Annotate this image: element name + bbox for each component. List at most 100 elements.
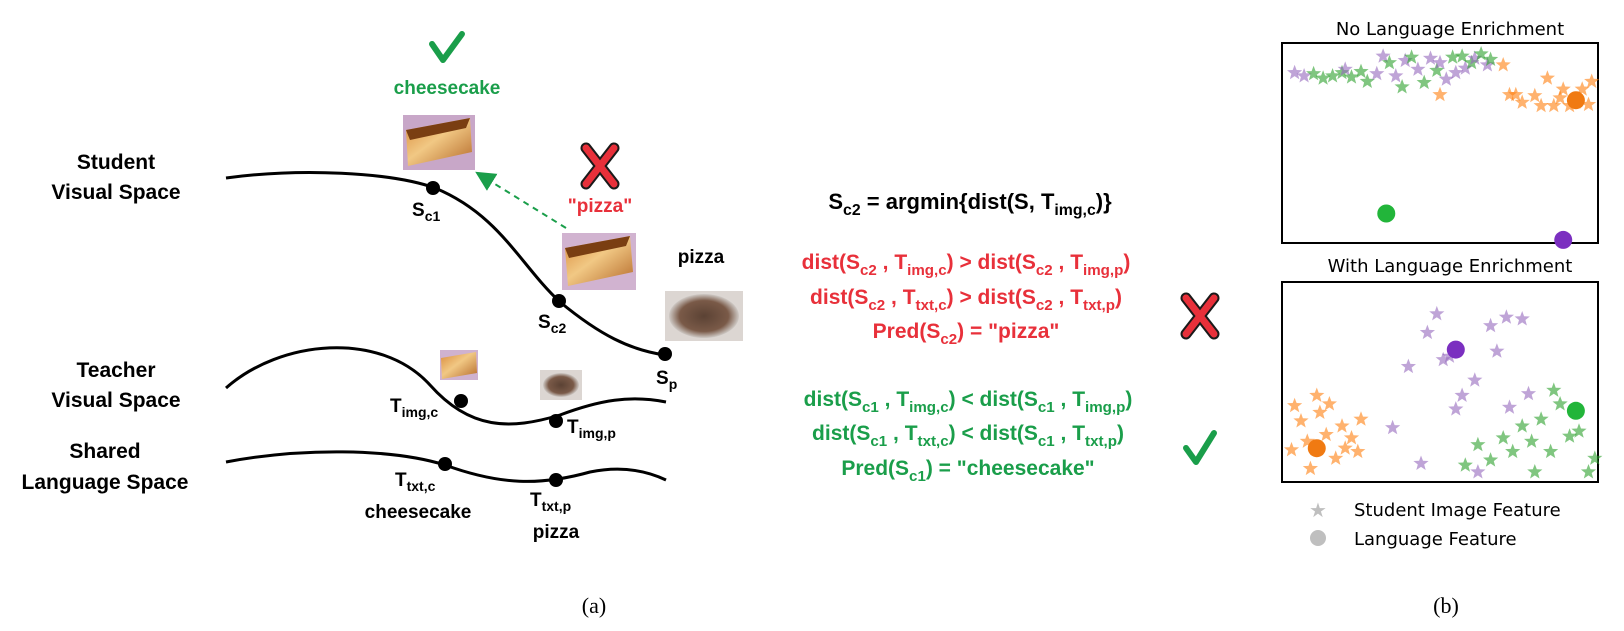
- star-orange-43: [1574, 81, 1590, 96]
- panel-a: Student Visual Space Teacher Visual Spac…: [22, 31, 1220, 618]
- cheesecake-image-large: [403, 115, 475, 170]
- pizza-image-small: [540, 370, 582, 400]
- star-purple-0: [1400, 358, 1416, 374]
- star-orange-35: [1495, 57, 1511, 72]
- red-line-1: dist(Sc2 , Timg,c) > dist(Sc2 , Timg,p): [802, 251, 1131, 279]
- star-green-2: [1306, 65, 1322, 81]
- star-green-3: [1315, 70, 1331, 85]
- star-purple-7: [1454, 387, 1470, 402]
- star-purple-14: [1470, 464, 1486, 479]
- star-purple-2: [1429, 305, 1445, 321]
- star-green-12: [1381, 54, 1397, 70]
- star-green-38: [1524, 433, 1540, 448]
- red-line-3: Pred(Sc2) = "pizza": [873, 320, 1060, 348]
- star-purple-1: [1419, 324, 1435, 340]
- language-dot-orange-2: [1566, 91, 1585, 110]
- star-purple-12: [1520, 385, 1537, 401]
- star-purple-3: [1435, 351, 1451, 367]
- point-t-txt-p: [549, 473, 563, 487]
- teacher-space-label-line2: Visual Space: [51, 389, 180, 412]
- star-orange-28: [1321, 396, 1337, 411]
- teacher-space-label-line1: Teacher: [77, 359, 156, 382]
- star-purple-11: [1375, 48, 1391, 63]
- caption-a: (a): [582, 593, 606, 618]
- green-line-1: dist(Sc1 , Timg,c) < dist(Sc1 , Timg,p): [804, 388, 1133, 416]
- student-curve: [225, 171, 666, 357]
- star-orange-32: [1432, 86, 1448, 102]
- label-s-c2: Sc2: [538, 312, 566, 336]
- label-t-txt-c: Ttxt,c: [395, 470, 436, 494]
- dashed-arrow: [475, 171, 567, 229]
- cheesecake-image-mid: [562, 233, 636, 290]
- star-orange-31: [1350, 443, 1366, 459]
- star-purple-1: [1296, 68, 1312, 83]
- star-orange-47: [1552, 90, 1568, 105]
- label-s-c1: Sc1: [412, 200, 440, 224]
- star-orange-34: [1514, 94, 1530, 109]
- star-orange-38: [1539, 70, 1555, 85]
- star-green-36: [1505, 443, 1521, 459]
- star-purple-6: [1337, 61, 1353, 76]
- green-line-3: Pred(Sc1) = "cheesecake": [841, 457, 1094, 485]
- star-green-44: [1580, 464, 1597, 479]
- legend-star-icon: ★: [1309, 498, 1327, 522]
- star-green-9: [1359, 73, 1375, 88]
- star-orange-27: [1309, 387, 1325, 402]
- language-space-label-line2: Language Space: [22, 471, 189, 494]
- point-t-img-c: [454, 394, 468, 408]
- star-purple-15: [1498, 309, 1514, 324]
- language-dot-purple-0: [1446, 340, 1465, 359]
- star-green-18: [1416, 74, 1432, 90]
- star-green-29: [1473, 46, 1489, 61]
- plot-title-no-enrichment: No Language Enrichment: [1336, 19, 1564, 40]
- checkmark-icon-top: [429, 31, 465, 63]
- star-orange-18: [1293, 413, 1309, 428]
- star-purple-13: [1467, 372, 1483, 387]
- star-purple-9: [1489, 343, 1505, 358]
- pizza-image-large: [665, 291, 743, 341]
- plot-title-with-enrichment: With Language Enrichment: [1328, 256, 1573, 277]
- star-green-37: [1514, 418, 1530, 433]
- green-line-2: dist(Sc1 , Ttxt,c) < dist(Sc1 , Ttxt,p): [812, 422, 1124, 450]
- wrong-label: "pizza": [568, 196, 632, 217]
- language-dot-green-0: [1377, 204, 1396, 223]
- star-green-7: [1343, 69, 1360, 84]
- plot-frame-with-enrichment: [1281, 281, 1599, 483]
- label-t-img-c: Timg,c: [390, 396, 438, 420]
- equations-green: dist(Sc1 , Timg,c) < dist(Sc1 , Timg,p) d…: [804, 388, 1133, 485]
- language-space-label-line1: Shared: [69, 440, 140, 463]
- star-orange-17: [1283, 441, 1300, 457]
- panel-b: No Language Enrichment With Language Enr…: [1281, 19, 1603, 618]
- star-green-32: [1457, 457, 1473, 472]
- star-orange-36: [1501, 86, 1518, 102]
- point-t-txt-c: [438, 457, 452, 471]
- star-purple-28: [1467, 50, 1483, 65]
- star-green-34: [1483, 452, 1499, 467]
- caption-t-txt-c: cheesecake: [365, 502, 472, 523]
- label-s-p: Sp: [656, 368, 677, 392]
- star-purple-22: [1438, 71, 1454, 86]
- point-t-img-p: [549, 414, 563, 428]
- star-orange-44: [1580, 96, 1597, 112]
- checkmark-icon-right: [1183, 430, 1217, 465]
- star-orange-25: [1353, 411, 1369, 426]
- star-green-42: [1562, 428, 1578, 443]
- point-s-p: [658, 347, 672, 361]
- star-purple-10: [1501, 399, 1518, 414]
- language-dot-green-1: [1566, 401, 1585, 420]
- star-green-25: [1454, 48, 1470, 63]
- star-purple-8: [1483, 317, 1499, 333]
- star-green-43: [1571, 423, 1587, 438]
- star-orange-20: [1312, 404, 1328, 419]
- star-purple-13: [1388, 68, 1404, 83]
- plot-marks-no-enrichment: [1287, 46, 1600, 249]
- star-orange-37: [1527, 87, 1543, 103]
- star-orange-46: [1533, 97, 1549, 113]
- equation-argmin: Sc2 = argmin{dist(S, Timg,c)}: [828, 189, 1112, 219]
- star-green-14: [1394, 79, 1410, 94]
- x-mark-icon-top: [580, 142, 620, 190]
- star-green-45: [1587, 450, 1603, 465]
- star-green-23: [1445, 49, 1461, 64]
- star-orange-24: [1343, 430, 1360, 445]
- star-green-41: [1552, 396, 1568, 411]
